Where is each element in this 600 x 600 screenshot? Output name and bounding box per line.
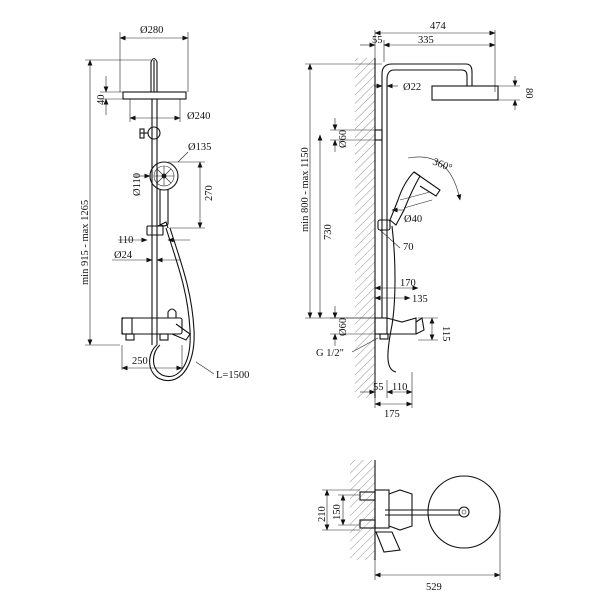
dim-h-range-side: min 800 - max 1150 bbox=[300, 147, 311, 232]
top-view: 210 150 529 bbox=[317, 460, 501, 593]
dim-d135: Ø135 bbox=[188, 142, 211, 153]
dim-w335: 335 bbox=[418, 35, 434, 46]
dim-w135: 135 bbox=[412, 294, 428, 305]
dim-h210: 210 bbox=[317, 506, 328, 522]
dim-d40: Ø40 bbox=[404, 214, 422, 225]
dim-h270: 270 bbox=[204, 185, 215, 201]
dim-w170: 170 bbox=[400, 278, 416, 289]
dim-h150: 150 bbox=[332, 504, 343, 520]
thread-size: G 1/2" bbox=[316, 348, 344, 359]
dim-a70: 70 bbox=[403, 242, 414, 253]
dim-d280: Ø280 bbox=[140, 25, 163, 36]
dim-h115: 115 bbox=[440, 326, 451, 341]
dim-d60-top: Ø60 bbox=[338, 130, 349, 148]
dim-h730: 730 bbox=[323, 224, 334, 240]
dim-d24: Ø24 bbox=[114, 250, 133, 261]
dim-hose-length: L=1500 bbox=[216, 370, 249, 381]
dim-w55-bottom: 55 bbox=[373, 382, 384, 393]
dim-w110: 110 bbox=[118, 235, 133, 246]
dim-h80: 80 bbox=[523, 88, 534, 99]
dim-w175: 175 bbox=[384, 409, 400, 420]
dim-h40: 40 bbox=[96, 95, 107, 106]
dim-d240: Ø240 bbox=[187, 111, 210, 122]
dim-w110-side: 110 bbox=[392, 382, 407, 393]
rotation-360: 360° bbox=[431, 157, 454, 175]
dim-d22: Ø22 bbox=[403, 82, 421, 93]
dim-h-range: min 915 - max 1265 bbox=[80, 200, 91, 285]
dim-w250: 250 bbox=[132, 356, 148, 367]
side-view: 474 55 335 Ø22 80 Ø60 360° bbox=[300, 21, 534, 420]
dim-d110: Ø110 bbox=[132, 173, 143, 196]
dim-w529: 529 bbox=[426, 582, 442, 593]
dim-d60-bottom: Ø60 bbox=[338, 318, 349, 336]
front-view: Ø280 40 Ø240 Ø135 Ø11 bbox=[80, 25, 249, 382]
dim-w55-top: 55 bbox=[372, 35, 383, 46]
dim-w474: 474 bbox=[430, 21, 447, 32]
